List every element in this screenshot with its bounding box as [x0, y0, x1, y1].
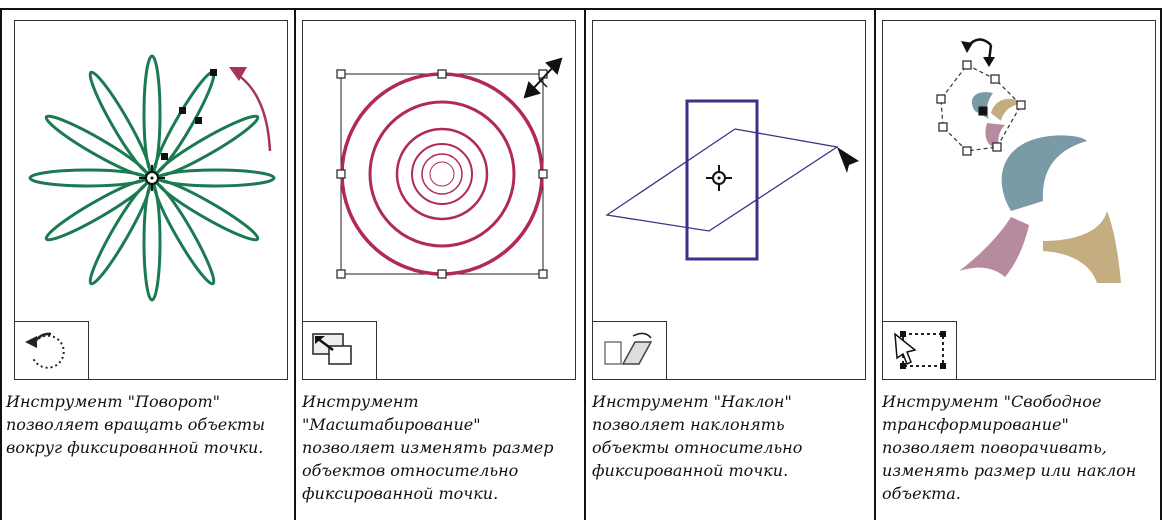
- arrowhead: [983, 57, 995, 67]
- free-transform-tool-icon[interactable]: [889, 328, 949, 372]
- resize-handle[interactable]: [337, 270, 345, 278]
- reference-point-icon: [706, 165, 732, 191]
- rotate-direction-arrow: [235, 73, 270, 151]
- arrowhead: [961, 41, 973, 53]
- transform-handle[interactable]: [991, 75, 999, 83]
- circle: [422, 154, 462, 194]
- transform-handle[interactable]: [937, 95, 945, 103]
- caption-shear: Инструмент "Наклон" позволяет наклонять …: [592, 390, 864, 482]
- transform-handle[interactable]: [993, 143, 1001, 151]
- anchor-point: [179, 107, 186, 114]
- transform-handle[interactable]: [939, 123, 947, 131]
- caption-scale: Инструмент "Масштабирование" позволяет и…: [302, 390, 574, 505]
- top-rule: [0, 8, 1162, 10]
- panel-rotate: [14, 20, 288, 380]
- rotate-tool-icon[interactable]: [21, 328, 81, 372]
- circle: [397, 129, 487, 219]
- transform-handle[interactable]: [1017, 101, 1025, 109]
- column-divider: [0, 8, 2, 520]
- cursor-arrow-icon: [837, 147, 859, 173]
- resize-handle[interactable]: [438, 70, 446, 78]
- column-divider: [874, 8, 876, 520]
- circle: [342, 74, 542, 274]
- swirl-blade: [1043, 211, 1121, 283]
- shear-illustration: [593, 21, 865, 319]
- transform-handle[interactable]: [979, 107, 987, 115]
- scale-illustration: [303, 21, 575, 319]
- caption-rotate: Инструмент "Поворот" позволяет вращать о…: [6, 390, 278, 459]
- tool-icon-box: [15, 321, 89, 379]
- tool-icon-box: [303, 321, 377, 379]
- column-divider: [294, 8, 296, 520]
- resize-handle[interactable]: [539, 170, 547, 178]
- swirl-blade: [959, 217, 1029, 277]
- resize-handle[interactable]: [539, 270, 547, 278]
- caption-free-transform: Инструмент "Свободное трансформирование"…: [882, 390, 1154, 505]
- column-divider: [584, 8, 586, 520]
- anchor-point: [161, 153, 168, 160]
- resize-handle[interactable]: [337, 170, 345, 178]
- circle: [412, 144, 472, 204]
- scale-tool-icon[interactable]: [309, 328, 369, 372]
- resize-handle[interactable]: [337, 70, 345, 78]
- panel-free-transform: [882, 20, 1156, 380]
- anchor-point: [210, 69, 217, 76]
- tool-icon-box: [883, 321, 957, 379]
- free-transform-illustration: [883, 21, 1155, 319]
- tool-icon-box: [593, 321, 667, 379]
- circle: [370, 102, 514, 246]
- transform-handle[interactable]: [963, 61, 971, 69]
- anchor-point: [195, 117, 202, 124]
- swirl-blade: [1002, 135, 1087, 211]
- transform-handle[interactable]: [963, 147, 971, 155]
- panel-scale: [302, 20, 576, 380]
- circle: [430, 162, 454, 186]
- resize-handle[interactable]: [438, 270, 446, 278]
- rotate-illustration: [15, 21, 287, 319]
- shear-tool-icon[interactable]: [599, 328, 659, 372]
- panel-shear: [592, 20, 866, 380]
